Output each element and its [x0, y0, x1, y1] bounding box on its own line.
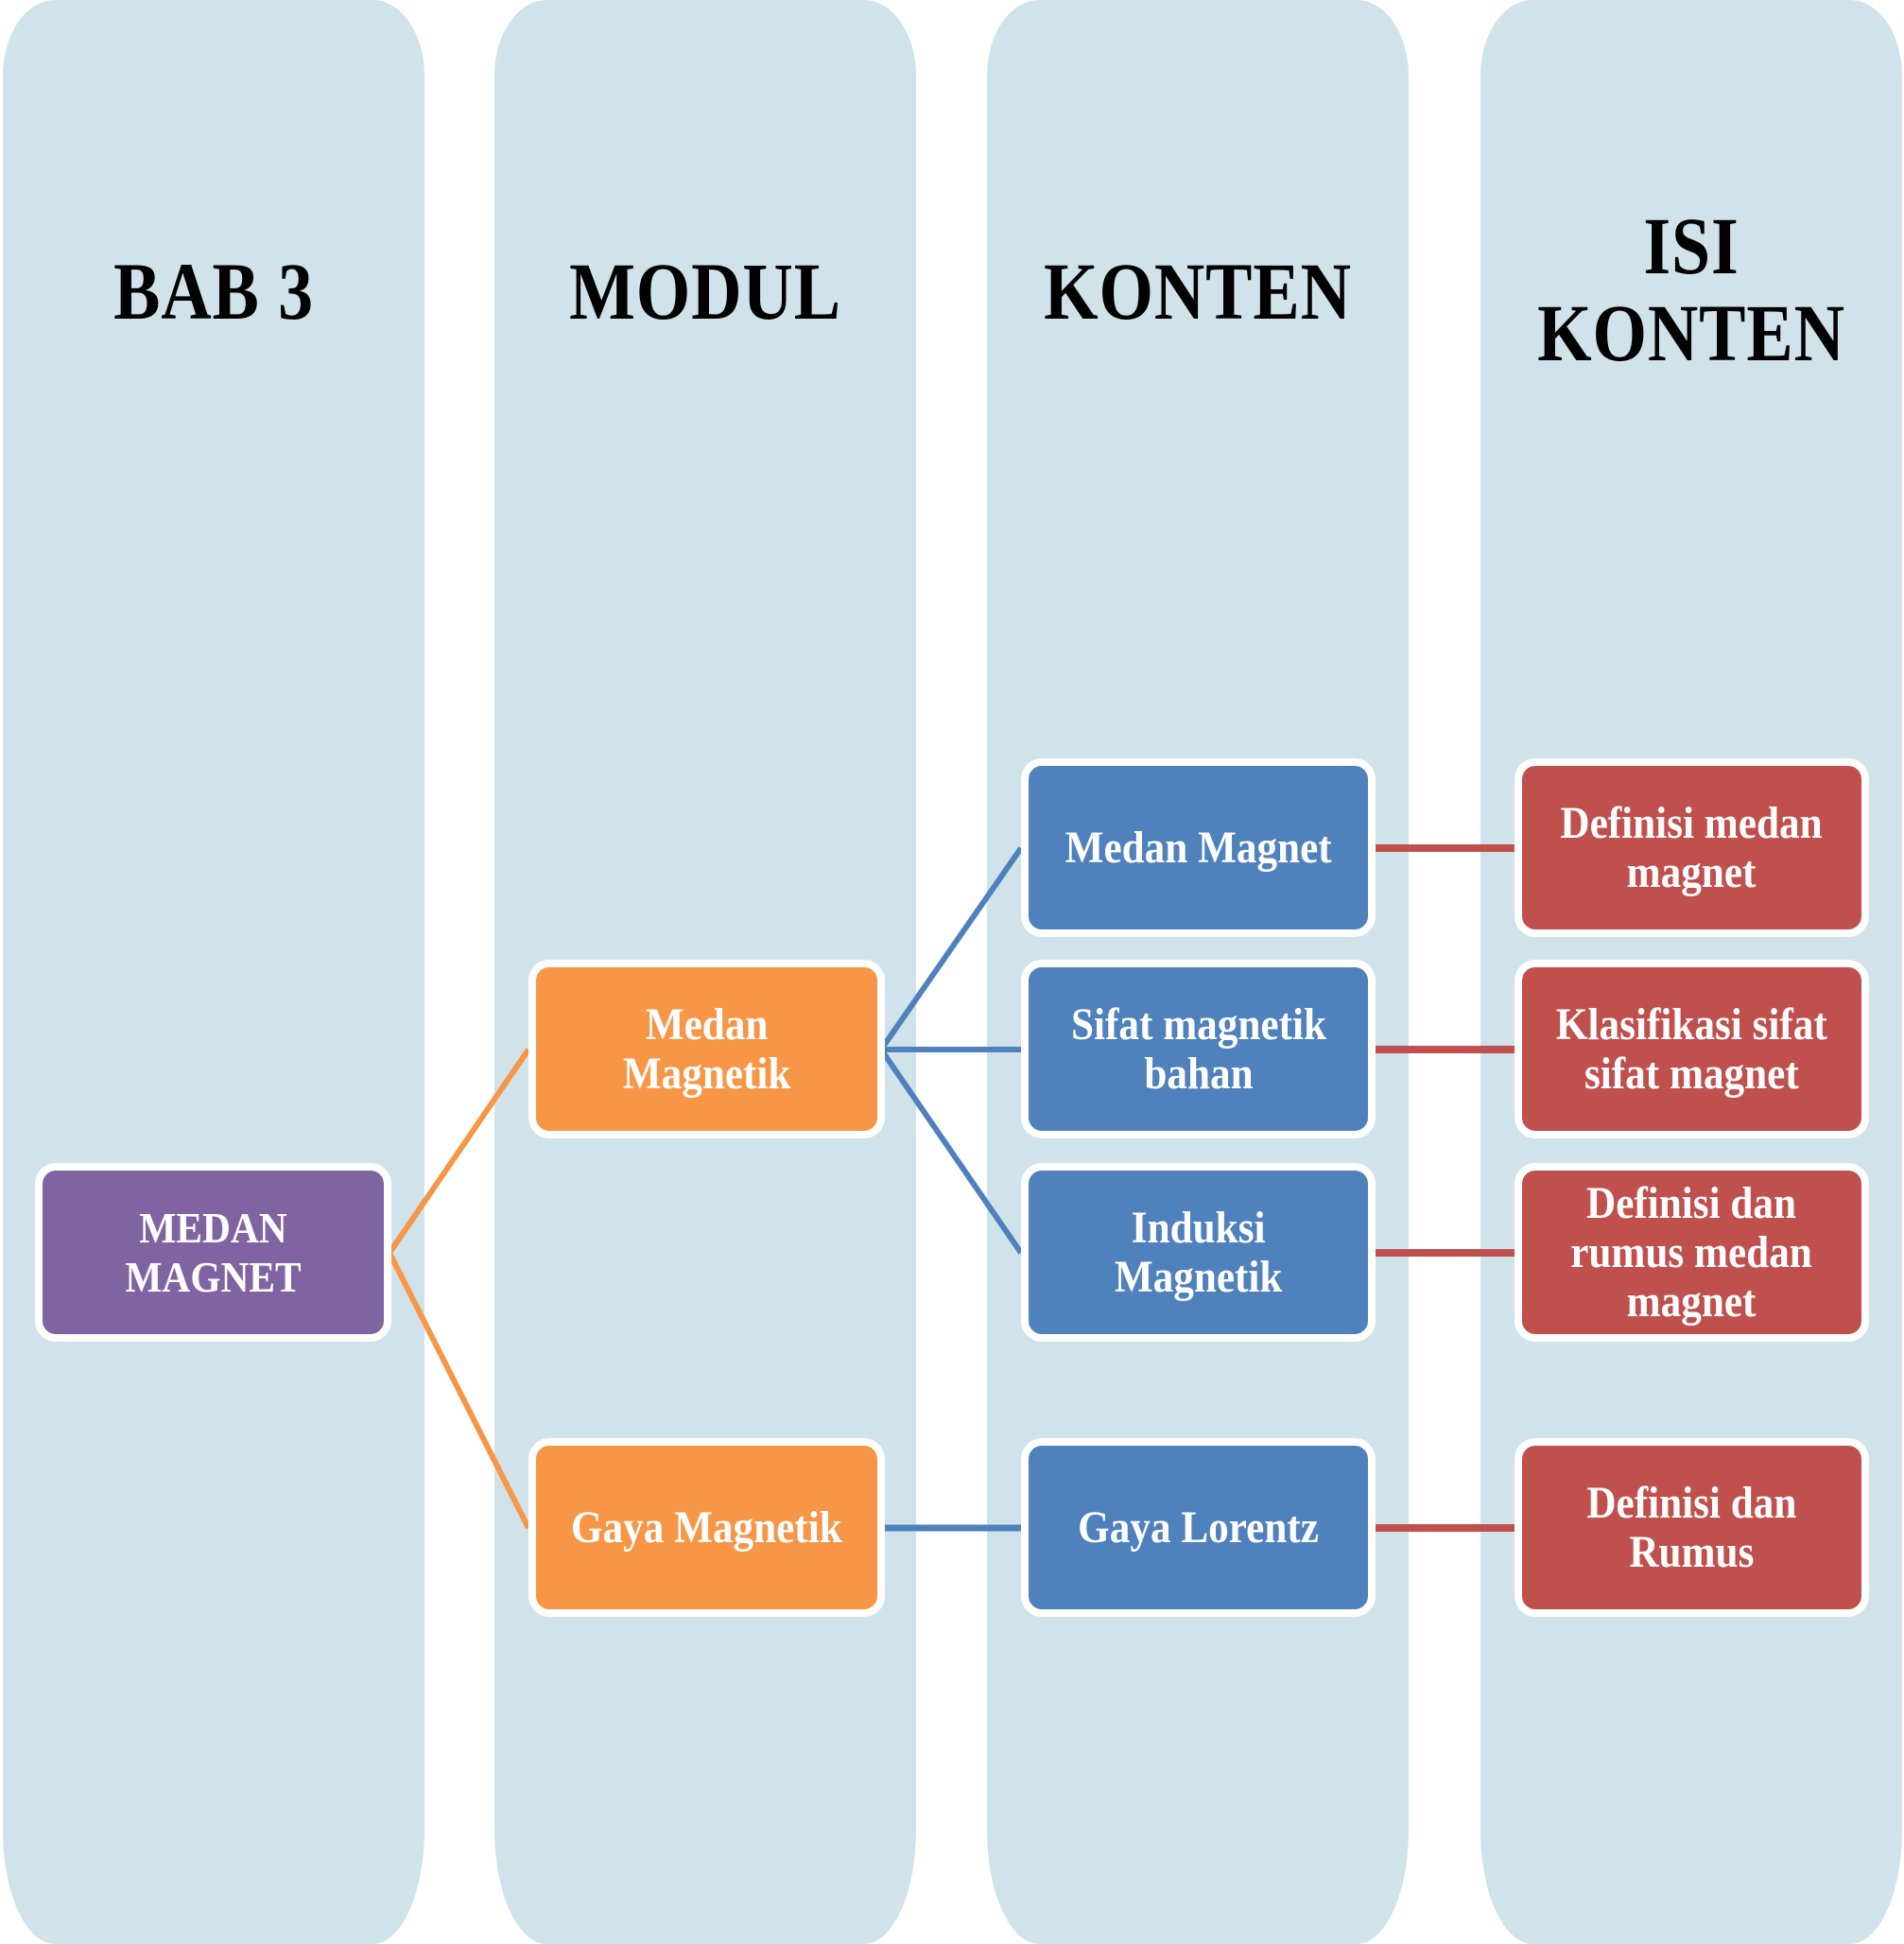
- column-header-bab: BAB 3: [113, 246, 314, 337]
- node-modul-gaya-magnetik[interactable]: Gaya Magnetik: [528, 1438, 885, 1617]
- node-label-line: Gaya Magnetik: [571, 1501, 842, 1553]
- node-konten-medan-magnet[interactable]: Medan Magnet: [1021, 758, 1376, 937]
- node-label-line: sifat magnet: [1584, 1048, 1799, 1099]
- node-label-line: Magnetik: [622, 1048, 791, 1099]
- node-label-line: MAGNET: [125, 1252, 302, 1301]
- node-label-line: Induksi: [1131, 1202, 1266, 1253]
- connector-bab-medan-magnetik: [387, 1048, 531, 1255]
- node-label-line: magnet: [1627, 1276, 1757, 1327]
- node-label-line: Gaya Lorentz: [1078, 1501, 1319, 1553]
- node-label-line: MEDAN: [139, 1203, 287, 1252]
- connector-bab-gaya-magnetik: [387, 1251, 531, 1530]
- node-label-line: Definisi medan: [1560, 797, 1824, 848]
- node-label-line: Medan: [645, 998, 769, 1050]
- node-label-line: Medan Magnet: [1065, 822, 1332, 873]
- column-header-line: KONTEN: [1537, 287, 1845, 378]
- column-bab: BAB 3: [3, 0, 424, 1944]
- node-label-line: Klasifikasi sifat: [1556, 998, 1827, 1050]
- column-header-konten: KONTEN: [1044, 246, 1352, 337]
- node-label-line: rumus medan: [1570, 1226, 1813, 1277]
- node-label-line: Rumus: [1629, 1526, 1755, 1577]
- node-label-line: Magnetik: [1114, 1251, 1283, 1302]
- node-label-line: Sifat magnetik: [1070, 998, 1326, 1050]
- connector-modul-medan-magnet: [878, 846, 1024, 1051]
- connector-modul-induksi: [878, 1048, 1024, 1255]
- column-header-modul: MODUL: [569, 246, 841, 337]
- node-label-line: magnet: [1627, 846, 1757, 897]
- column-header-isi-konten: ISI KONTEN: [1510, 202, 1873, 376]
- node-label-line: Definisi dan: [1586, 1477, 1797, 1528]
- node-label-line: Definisi dan: [1586, 1177, 1797, 1228]
- node-konten-gaya-lorentz[interactable]: Gaya Lorentz: [1021, 1438, 1376, 1617]
- node-label-line: bahan: [1143, 1048, 1254, 1099]
- column-header-line: ISI: [1643, 200, 1740, 291]
